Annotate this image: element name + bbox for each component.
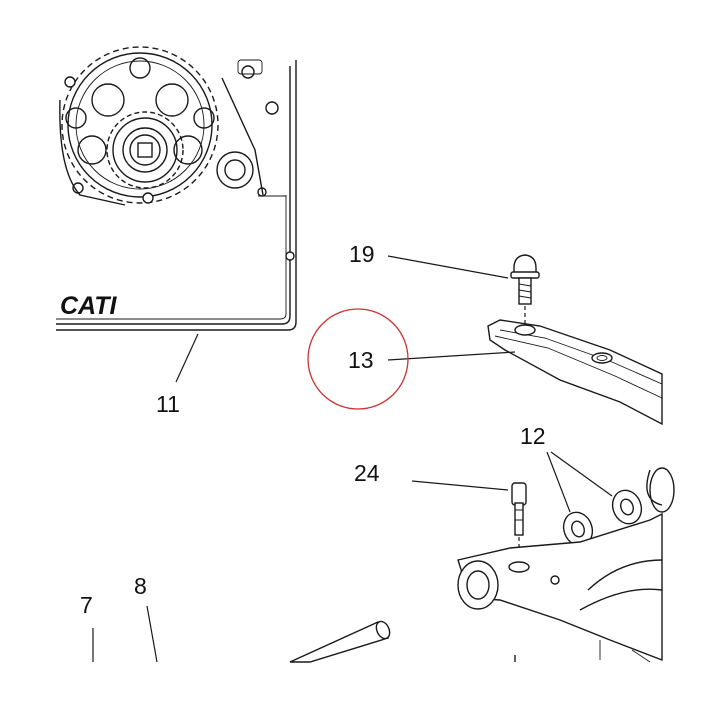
callout-label-8: 8 bbox=[134, 573, 147, 599]
callout-label-13: 13 bbox=[348, 347, 374, 373]
swingarm-part bbox=[457, 467, 675, 663]
engine-cover-part: CATI bbox=[56, 46, 297, 331]
leader-line-12a bbox=[546, 451, 571, 513]
callout-label-19: 19 bbox=[349, 241, 375, 267]
brand-lettering: CATI bbox=[60, 292, 118, 320]
washer-part-12 bbox=[562, 489, 643, 547]
leader-line-24 bbox=[411, 480, 509, 491]
leader-line-13 bbox=[387, 351, 516, 361]
leader-line-11 bbox=[175, 333, 199, 383]
bolt-part-19 bbox=[510, 254, 540, 330]
callout-label-12: 12 bbox=[520, 423, 546, 449]
callout-label-11: 11 bbox=[156, 391, 180, 417]
bracket-part-13 bbox=[487, 319, 663, 426]
shaft-part bbox=[289, 620, 391, 663]
leader-line-19 bbox=[387, 255, 509, 279]
leader-line-8 bbox=[146, 605, 158, 663]
leader-line-12b bbox=[550, 451, 613, 497]
callout-label-24: 24 bbox=[354, 460, 380, 486]
highlight-circle bbox=[307, 308, 409, 410]
pin-part-24 bbox=[511, 482, 527, 560]
callout-label-7: 7 bbox=[80, 592, 93, 618]
